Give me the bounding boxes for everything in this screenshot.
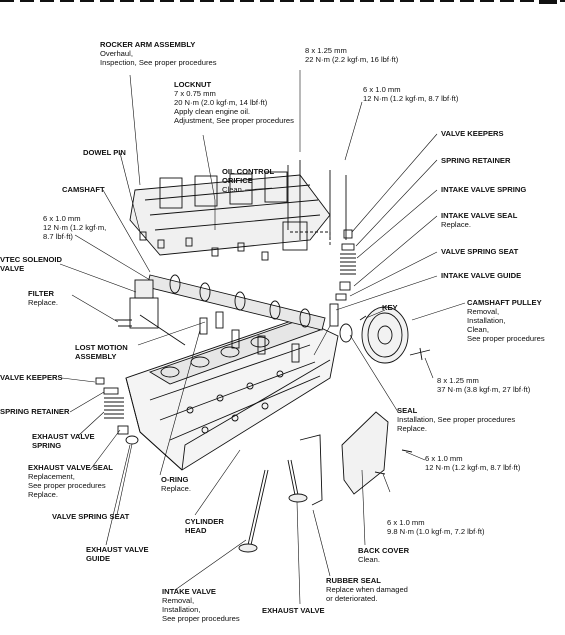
label-spring-retainer-right: SPRING RETAINER	[441, 156, 511, 165]
label-intake-valve-spring: INTAKE VALVE SPRING	[441, 185, 527, 194]
camshaft-drawing	[146, 274, 326, 331]
label-valve-spring-seat-right: VALVE SPRING SEAT	[441, 247, 519, 256]
label-camshaft: CAMSHAFT	[62, 185, 105, 194]
label-valve-keepers-left: VALVE KEEPERS	[0, 373, 63, 382]
dowel-pins-drawing	[139, 231, 269, 261]
top-border	[0, 0, 565, 2]
valves-drawing	[238, 459, 308, 553]
label-exhaust-valve-spring: EXHAUST VALVE SPRING	[32, 432, 95, 450]
label-valve-spring-seat-left: VALVE SPRING SEAT	[52, 512, 130, 521]
intake-valve-stack-drawing	[329, 229, 356, 327]
vtec-solenoid-drawing	[115, 279, 186, 346]
exhaust-valve-stack-drawing	[95, 377, 139, 445]
lost-motion-drawing	[199, 311, 300, 363]
leader-lines	[59, 70, 466, 605]
label-lost-motion-assembly: LOST MOTION ASSEMBLY	[75, 343, 128, 361]
corner-mark	[539, 0, 557, 4]
rocker-arm-drawing	[129, 160, 347, 256]
label-vtec-solenoid-valve: VTEC SOLENOID VALVE	[0, 255, 63, 273]
cylinder-head-drawing	[125, 317, 339, 471]
label-exhaust-valve-guide: EXHAUST VALVE GUIDE	[86, 545, 149, 563]
label-valve-keepers-right: VALVE KEEPERS	[441, 129, 504, 138]
camshaft-pulley-drawing	[339, 306, 431, 364]
label-key: KEY	[382, 303, 398, 312]
label-exhaust-valve: EXHAUST VALVE	[262, 606, 325, 615]
label-dowel-pin: DOWEL PIN	[83, 148, 126, 157]
label-intake-valve-guide: INTAKE VALVE GUIDE	[441, 271, 522, 280]
back-cover-drawing	[299, 411, 413, 506]
label-cylinder-head: CYLINDER HEAD	[185, 517, 224, 535]
label-spring-retainer-left: SPRING RETAINER	[0, 407, 70, 416]
